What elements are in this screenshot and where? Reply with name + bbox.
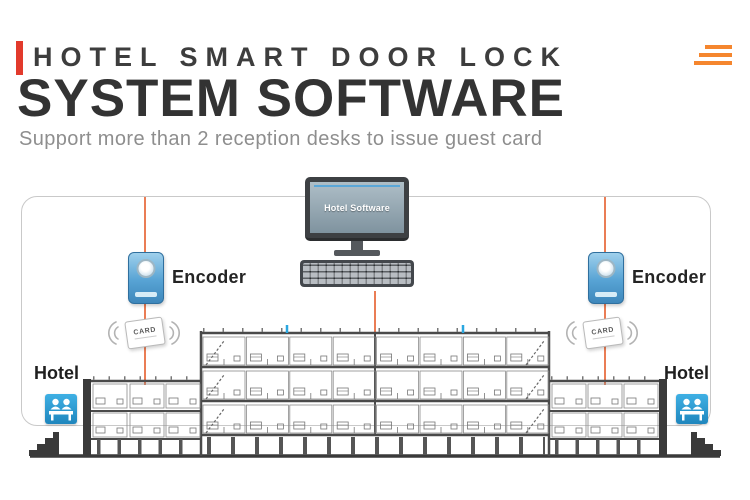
guest-card-left: CARD <box>124 316 166 350</box>
encoder-label-left: Encoder <box>172 267 247 287</box>
page-subtitle: Support more than 2 reception desks to i… <box>19 128 543 150</box>
encoder-label-right: Encoder <box>632 267 707 287</box>
signal-waves-right-of-left-card <box>169 321 180 345</box>
title-accent-bar <box>16 41 23 75</box>
guest-card-right: CARD <box>582 316 624 350</box>
reception-desk-glyph-right <box>680 398 704 421</box>
monitor-frame: Hotel Software <box>305 177 409 241</box>
keyboard-keys <box>303 263 411 284</box>
reception-desk-icon-left <box>45 394 77 424</box>
guest-card-right-label: CARD <box>591 326 615 337</box>
keyboard <box>300 260 414 287</box>
hotel-label-left: Hotel <box>34 363 79 383</box>
connector-line-center <box>374 291 376 333</box>
page-title-line2: SYSTEM SOFTWARE <box>17 69 565 128</box>
menu-bar-2 <box>699 53 732 57</box>
monitor-stand <box>351 241 363 250</box>
guest-card-left-label: CARD <box>133 326 157 337</box>
reception-desk-icon-right <box>676 394 708 424</box>
monitor-screen: Hotel Software <box>310 182 404 233</box>
signal-waves-left-of-left-card <box>108 321 119 345</box>
signal-waves-left-of-right-card <box>566 321 577 345</box>
signal-waves-right-of-right-card <box>627 321 638 345</box>
encoder-device-left <box>128 252 164 304</box>
monitor-base <box>334 250 380 256</box>
menu-icon[interactable] <box>694 45 732 69</box>
hotel-label-right: Hotel <box>664 363 709 383</box>
monitor-screen-label: Hotel Software <box>324 202 390 213</box>
reception-desk-glyph-left <box>49 398 73 421</box>
menu-bar-1 <box>705 45 732 49</box>
hotel-building-illustration <box>29 325 721 458</box>
menu-bar-3 <box>694 61 732 65</box>
page-title-line1: HOTEL SMART DOOR LOCK <box>33 42 568 72</box>
encoder-device-right <box>588 252 624 304</box>
monitor: Hotel Software <box>305 177 409 256</box>
